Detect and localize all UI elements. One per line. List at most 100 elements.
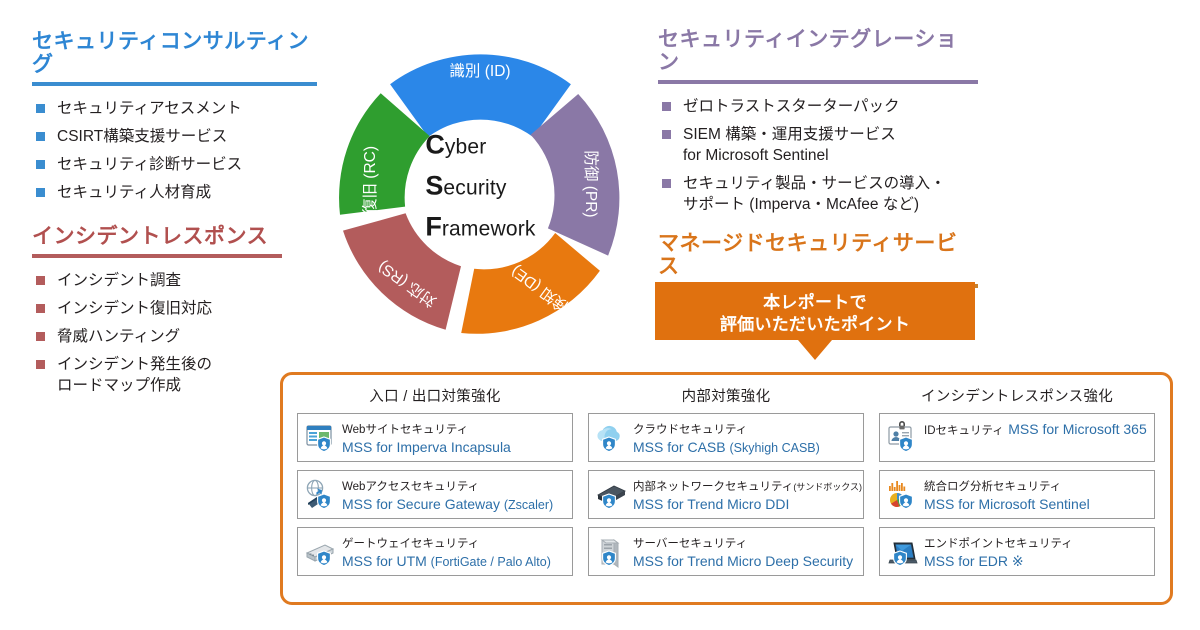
service-category-label: 内部ネットワークセキュリティ [633, 481, 794, 493]
list-item: セキュリティ製品・サービスの導入・ サポート (Imperva・McAfee な… [658, 174, 978, 216]
service-category: サーバーセキュリティ [633, 538, 747, 550]
panel-title-incident-response: インシデントレスポンス [32, 225, 269, 248]
service-card-text: クラウドセキュリティ MSS for CASB (Skyhigh CASB) [633, 420, 859, 457]
panel-rule-incident-response [32, 254, 282, 259]
wheel-label-protect: 防御 (PR) [582, 150, 600, 217]
integration-list: ゼロトラストスターターパック SIEM 構築・運用支援サービス for Micr… [658, 97, 978, 216]
list-item-label: CSIRT構築支援サービス [57, 128, 228, 146]
service-name: MSS for Trend Micro Deep Security [633, 553, 853, 569]
website-icon [304, 421, 338, 455]
service-card[interactable]: 統合ログ分析セキュリティ MSS for Microsoft Sentinel [879, 470, 1155, 519]
list-item-label: セキュリティ製品・サービスの導入・ サポート (Imperva・McAfee な… [683, 174, 946, 213]
service-card[interactable]: Webアクセスセキュリティ MSS for Secure Gateway (Zs… [297, 470, 573, 519]
list-item-label: インシデント調査 [57, 272, 182, 290]
service-card[interactable]: ゲートウェイセキュリティ MSS for UTM (FortiGate / Pa… [297, 527, 573, 576]
service-name: MSS for Microsoft 365 [1008, 421, 1147, 437]
square-bullet-icon [36, 359, 45, 369]
csf-wheel-svg: 識別 (ID) 防御 (PR) 検知 (DE) 対応 (RS) 復旧 (RC) [339, 54, 620, 334]
square-bullet-icon [36, 132, 45, 142]
service-name-label: MSS for EDR ※ [924, 553, 1024, 569]
service-name-label: MSS for UTM [342, 553, 427, 569]
banner-text: 本レポートで 評価いただいたポイント [655, 282, 975, 337]
list-item-label: セキュリティ診断サービス [57, 156, 243, 174]
service-name: MSS for CASB (Skyhigh CASB) [633, 439, 820, 455]
service-name-paren: (Zscaler) [503, 498, 554, 512]
service-column-internal: 内部対策強化 クラウドセキュリティ MSS for CASB (Skyhigh … [588, 385, 864, 584]
service-category: ゲートウェイセキュリティ [342, 538, 479, 550]
wheel-segment-respond [343, 213, 461, 330]
service-name-label: MSS for Microsoft Sentinel [924, 496, 1090, 512]
managed-service-matrix: 入口 / 出口対策強化 [280, 372, 1173, 605]
list-item-label: セキュリティアセスメント [57, 100, 242, 118]
wheel-label-recover: 復旧 (RC) [361, 146, 379, 214]
wheel-segment-protect [530, 94, 620, 256]
service-card[interactable]: エンドポイントセキュリティ MSS for EDR ※ [879, 527, 1155, 576]
square-bullet-icon [36, 331, 45, 341]
service-card-text: サーバーセキュリティ MSS for Trend Micro Deep Secu… [633, 534, 859, 571]
panel-security-consulting: セキュリティコンサルティング セキュリティアセスメント CSIRT構築支援サービ… [32, 30, 317, 211]
service-name-label: MSS for Trend Micro DDI [633, 496, 790, 512]
service-category: クラウドセキュリティ [633, 424, 747, 436]
list-item-label: ゼロトラストスターターパック [683, 98, 900, 116]
service-name: MSS for Microsoft Sentinel [924, 496, 1090, 512]
list-item: ゼロトラストスターターパック [658, 97, 978, 118]
csf-rest-framework: ramework [441, 217, 536, 241]
service-category-note: (サンドボックス) [793, 482, 863, 492]
service-category: Webサイトセキュリティ [342, 424, 468, 436]
list-item-label: SIEM 構築・運用支援サービス for Microsoft Sentinel [683, 126, 896, 165]
service-category: Webアクセスセキュリティ [342, 481, 479, 493]
server-box-icon [595, 478, 629, 512]
csf-line-framework: Framework [425, 206, 535, 247]
service-card-text: Webアクセスセキュリティ MSS for Secure Gateway (Zs… [342, 477, 568, 514]
service-column-entry-exit: 入口 / 出口対策強化 [297, 385, 573, 584]
square-bullet-icon [662, 178, 671, 188]
banner-arrow-down-icon [798, 340, 832, 360]
service-card[interactable]: 内部ネットワークセキュリティ(サンドボックス) MSS for Trend Mi… [588, 470, 864, 519]
square-bullet-icon [662, 130, 671, 140]
service-card[interactable]: クラウドセキュリティ MSS for CASB (Skyhigh CASB) [588, 413, 864, 462]
service-name: MSS for UTM (FortiGate / Palo Alto) [342, 553, 551, 569]
analytics-icon [886, 478, 920, 512]
panel-rule-integration [658, 80, 978, 85]
csf-rest-cyber: yber [444, 134, 487, 158]
csf-center-text: Cyber Security Framework [425, 124, 535, 247]
service-card[interactable]: IDセキュリティ MSS for Microsoft 365 [879, 413, 1155, 462]
service-name-label: MSS for CASB [633, 439, 726, 455]
panel-managed-security-service: マネージドセキュリティサービス [658, 232, 978, 289]
csf-cap-s: S [425, 169, 444, 200]
appliance-icon [304, 535, 338, 569]
service-category-label: エンドポイントセキュリティ [924, 538, 1073, 550]
service-category-label: Webアクセスセキュリティ [342, 481, 480, 493]
service-name: MSS for Imperva Incapsula [342, 439, 511, 455]
service-category: 内部ネットワークセキュリティ(サンドボックス) [633, 481, 862, 493]
list-item: セキュリティ診断サービス [32, 155, 317, 176]
server-icon [595, 535, 629, 569]
service-name: MSS for Trend Micro DDI [633, 496, 789, 512]
service-name-label: MSS for Secure Gateway [342, 496, 500, 512]
list-item: 脅威ハンティング [32, 327, 282, 348]
service-column-incident: インシデントレスポンス強化 [879, 385, 1155, 584]
list-item-label: インシデント復旧対応 [57, 300, 213, 318]
consulting-list: セキュリティアセスメント CSIRT構築支援サービス セキュリティ診断サービス … [32, 99, 317, 204]
square-bullet-icon [36, 104, 45, 114]
service-name-label: MSS for Imperva Incapsula [342, 439, 511, 455]
square-bullet-icon [36, 160, 45, 170]
list-item: セキュリティ人材育成 [32, 183, 317, 204]
panel-incident-response: インシデントレスポンス インシデント調査 インシデント復旧対応 脅威ハンティング… [32, 225, 282, 404]
wheel-segment-detect [461, 233, 600, 334]
wheel-label-identify: 識別 (ID) [449, 62, 510, 80]
banner-line-1: 本レポートで [763, 293, 867, 312]
panel-title-managed: マネージドセキュリティサービス [658, 232, 958, 279]
service-card[interactable]: Webサイトセキュリティ MSS for Imperva Incapsula [297, 413, 573, 462]
service-category: エンドポイントセキュリティ [924, 538, 1073, 550]
square-bullet-icon [36, 276, 45, 286]
service-name-paren: (FortiGate / Palo Alto) [430, 555, 551, 569]
service-card-text: IDセキュリティ MSS for Microsoft 365 [924, 420, 1150, 439]
wheel-segment-recover [339, 93, 430, 215]
service-card[interactable]: サーバーセキュリティ MSS for Trend Micro Deep Secu… [588, 527, 864, 576]
service-category-label: ゲートウェイセキュリティ [342, 538, 480, 550]
panel-rule-consulting [32, 82, 317, 87]
service-card-text: 内部ネットワークセキュリティ(サンドボックス) MSS for Trend Mi… [633, 477, 862, 514]
service-card-text: エンドポイントセキュリティ MSS for EDR ※ [924, 534, 1150, 571]
square-bullet-icon [36, 304, 45, 314]
